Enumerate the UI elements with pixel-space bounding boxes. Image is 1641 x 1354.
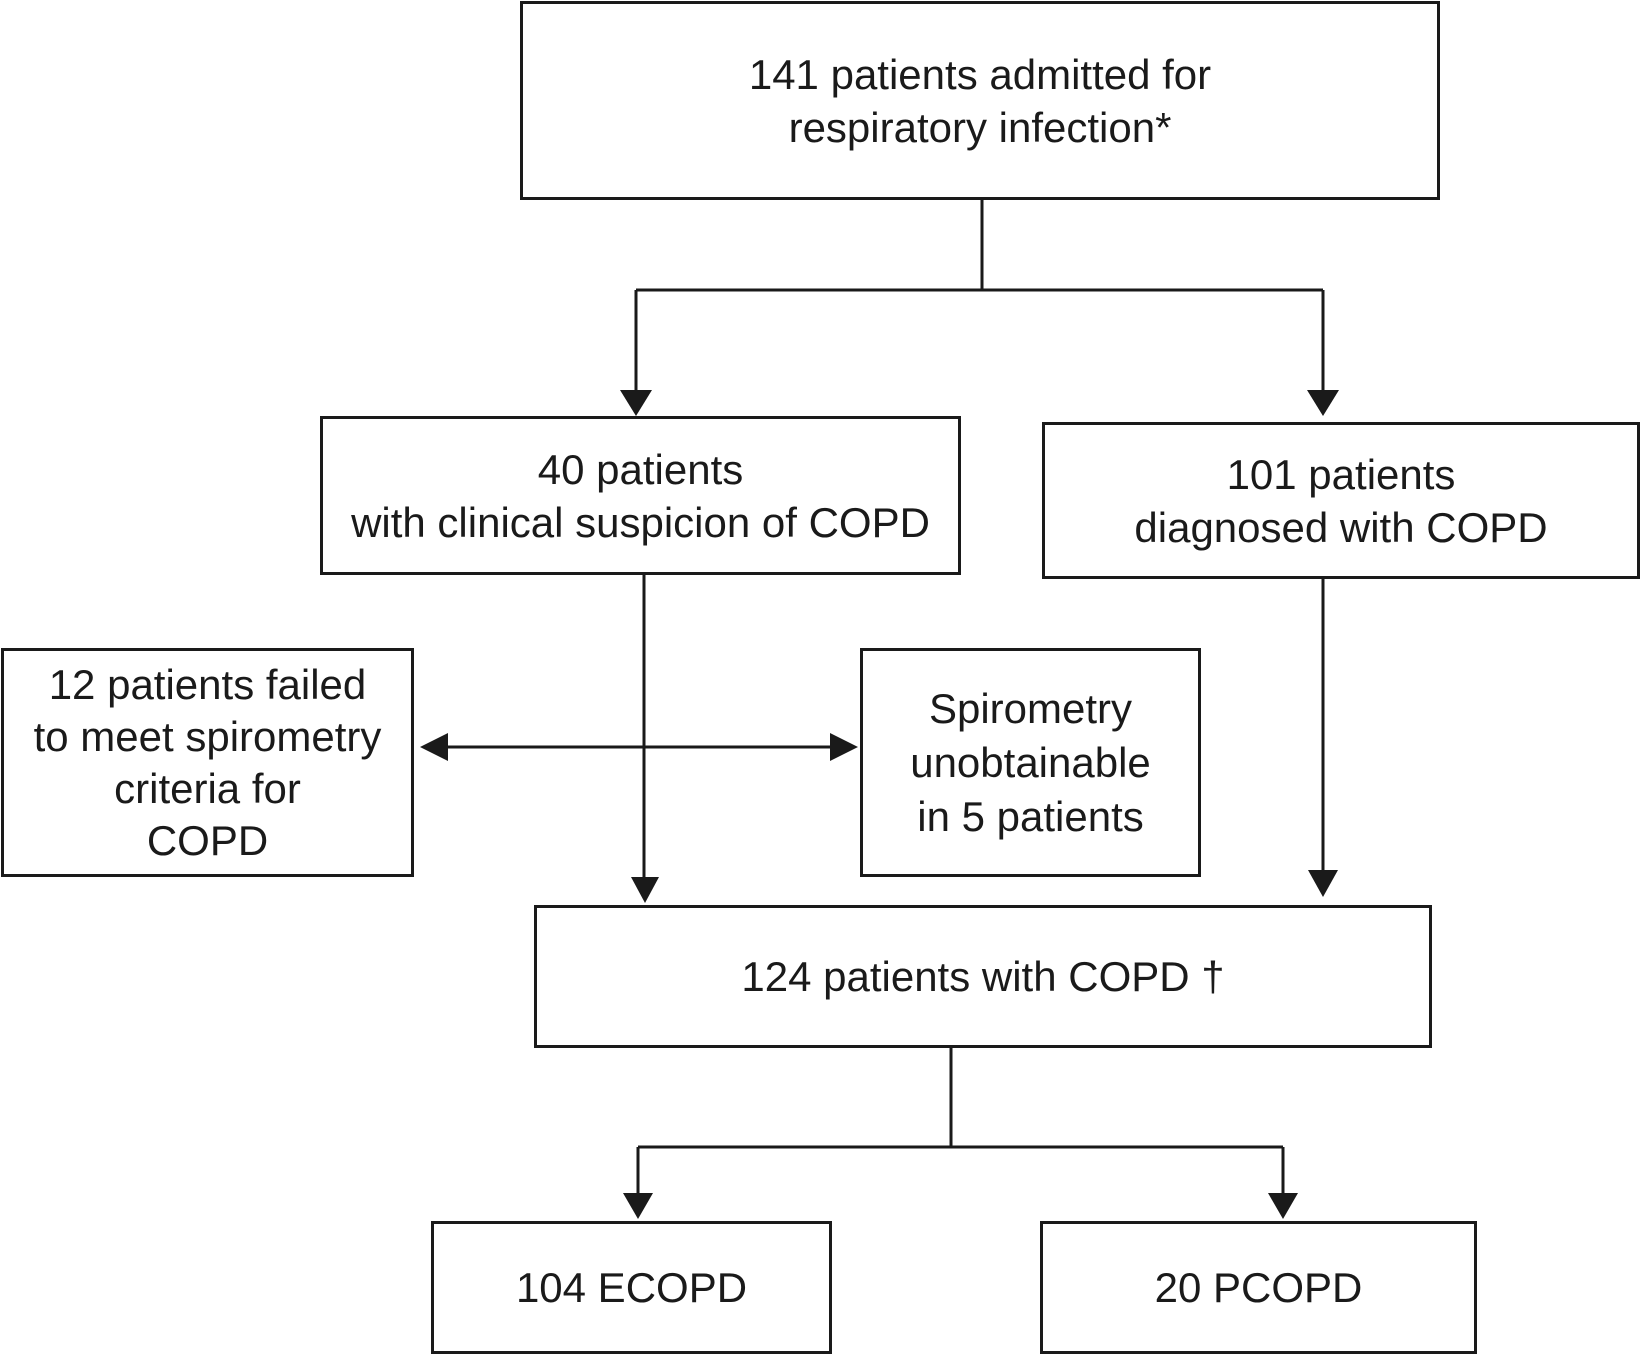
arrowhead-pcopd-icon [1268,1193,1298,1219]
failed-line-3: criteria for [114,764,301,812]
arrowhead-copd-right-icon [1308,870,1338,897]
suspicion-line-2: with clinical suspicion of COPD [351,498,930,546]
failed-line-4: COPD [146,816,269,864]
arrowhead-ecopd-icon [623,1193,653,1219]
failed-line-1: 12 patients failed [48,660,367,708]
arrowhead-copd-left-icon [631,877,659,903]
copd-total-box: 124 patients with COPD † [534,905,1432,1048]
arrowhead-failed-icon [420,733,448,761]
arrowhead-unobtainable-icon [830,733,858,761]
copd-total-line-1: 124 patients with COPD † [741,953,1225,1000]
arrowhead-diagnosed-icon [1307,390,1339,416]
admitted-patients-box: 141 patients admitted for respiratory in… [520,1,1440,200]
diagnosed-line-1: 101 patients [1226,450,1456,498]
arrowhead-suspicion-icon [620,390,652,416]
spirometry-unobtainable-box: Spirometry unobtainable in 5 patients [860,648,1201,877]
ecopd-box: 104 ECOPD [431,1221,832,1354]
pcopd-box: 20 PCOPD [1040,1221,1477,1354]
failed-spirometry-box: 12 patients failed to meet spirometry cr… [1,648,414,877]
clinical-suspicion-box: 40 patients with clinical suspicion of C… [320,416,961,575]
unobtainable-line-2: unobtainable [910,738,1151,786]
ecopd-line-1: 104 ECOPD [515,1264,748,1311]
suspicion-line-1: 40 patients [537,445,744,493]
unobtainable-line-3: in 5 patients [917,792,1144,840]
unobtainable-line-1: Spirometry [928,684,1133,732]
pcopd-line-1: 20 PCOPD [1154,1264,1363,1311]
diagnosed-line-2: diagnosed with COPD [1134,503,1548,551]
failed-line-2: to meet spirometry [33,712,382,760]
admitted-line-2: respiratory infection* [788,103,1172,151]
diagnosed-copd-box: 101 patients diagnosed with COPD [1042,422,1640,579]
admitted-line-1: 141 patients admitted for [748,50,1212,98]
